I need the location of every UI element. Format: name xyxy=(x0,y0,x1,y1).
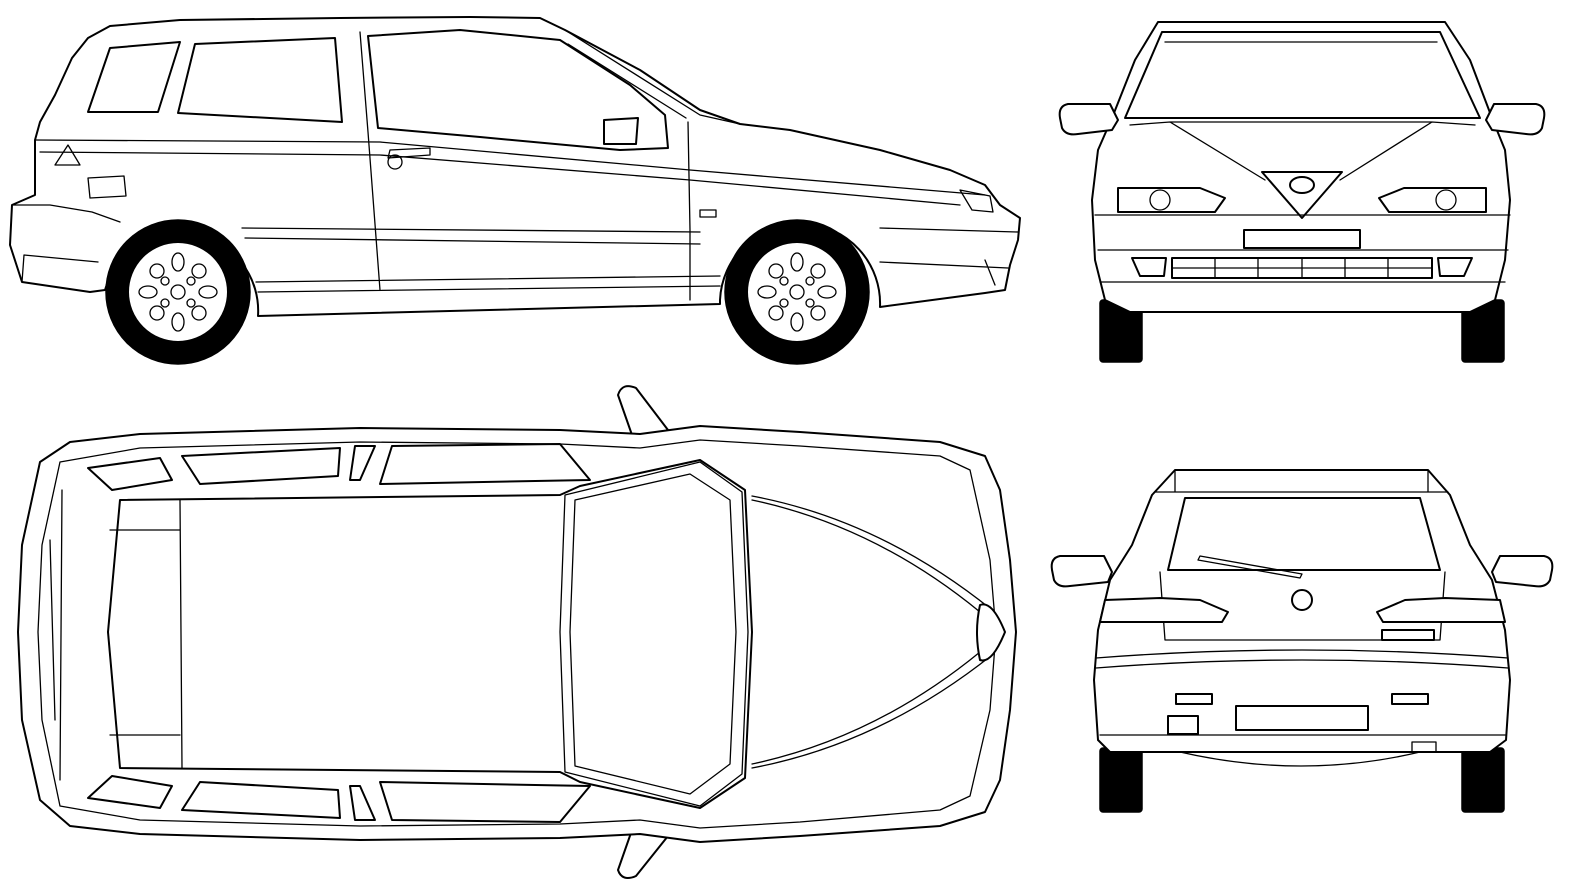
side-belt-line xyxy=(34,139,986,196)
side-door-lock xyxy=(387,154,403,170)
side-view xyxy=(9,16,1021,365)
rear-license-plate xyxy=(1235,705,1369,731)
rear-right-mirror xyxy=(1491,555,1554,588)
front-bumper xyxy=(1094,214,1511,283)
side-swage-line xyxy=(39,151,961,206)
top-hood-lines xyxy=(751,495,993,769)
top-roof xyxy=(107,459,753,809)
side-fuel-flap xyxy=(87,175,127,199)
side-mirror xyxy=(603,117,639,145)
front-right-mirror xyxy=(1485,103,1546,136)
top-grille-shield xyxy=(976,603,1006,662)
top-left-windows xyxy=(87,443,591,491)
side-rear-bumper xyxy=(11,204,121,283)
side-windshield xyxy=(564,29,741,125)
side-front-bumper xyxy=(879,227,1019,286)
side-rear-quarter-window xyxy=(87,41,181,113)
top-rear-window xyxy=(107,499,183,769)
rear-spoiler xyxy=(1154,469,1449,493)
side-indicator xyxy=(699,209,717,218)
rear-left-taillamp xyxy=(1099,597,1229,623)
front-left-mirror xyxy=(1058,103,1119,136)
side-headlamp xyxy=(959,189,994,213)
rear-badge xyxy=(1291,589,1313,611)
top-view xyxy=(17,385,1017,879)
side-rear-window xyxy=(177,37,343,123)
rear-view xyxy=(1050,469,1554,813)
side-sill xyxy=(255,275,721,293)
side-door-window xyxy=(367,29,669,151)
top-left-mirror xyxy=(617,385,669,441)
side-door-handle xyxy=(387,147,431,159)
rear-model-badge xyxy=(1381,629,1435,641)
side-lower-line xyxy=(241,227,701,245)
rear-right-reflector xyxy=(1391,693,1429,705)
front-left-headlamp xyxy=(1117,187,1226,213)
front-view xyxy=(1058,21,1546,363)
front-grille-shield xyxy=(1261,171,1343,219)
side-front-wheel xyxy=(724,219,870,365)
rear-right-taillamp xyxy=(1376,597,1506,623)
front-windshield xyxy=(1124,31,1481,119)
front-license-plate xyxy=(1243,229,1361,249)
front-left-foglamp xyxy=(1131,257,1167,277)
rear-left-reflector xyxy=(1175,693,1213,705)
rear-left-mirror xyxy=(1050,555,1113,588)
side-rear-wheel xyxy=(105,219,251,365)
front-hood-lines xyxy=(1129,121,1476,181)
top-right-windows xyxy=(87,775,591,823)
front-right-foglamp xyxy=(1437,257,1473,277)
rear-window xyxy=(1167,497,1441,571)
top-right-mirror xyxy=(617,825,669,879)
rear-foglamp xyxy=(1167,715,1199,735)
side-tail-lamp xyxy=(54,144,81,166)
rear-right-tyre xyxy=(1461,747,1505,813)
front-right-headlamp xyxy=(1378,187,1487,213)
top-windshield xyxy=(559,461,749,807)
rear-exhaust xyxy=(1179,741,1437,767)
rear-bumper xyxy=(1095,649,1509,736)
rear-wiper xyxy=(1197,555,1303,579)
rear-left-tyre xyxy=(1099,747,1143,813)
front-badge xyxy=(1289,176,1315,194)
